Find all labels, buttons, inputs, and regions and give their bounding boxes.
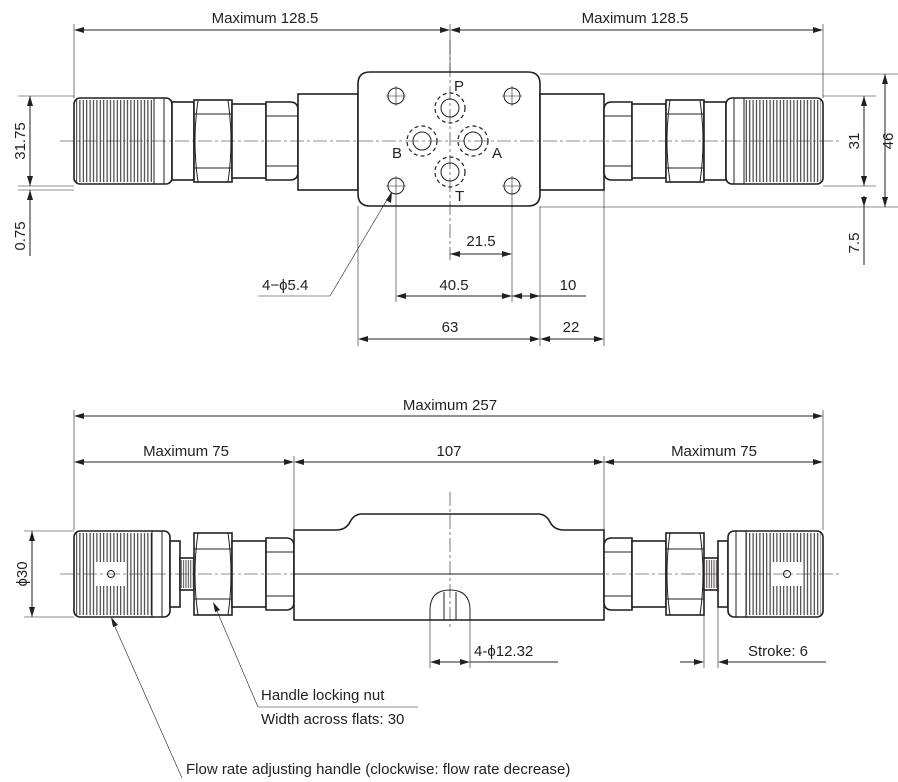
- label-max-right-top: Maximum 128.5: [582, 10, 689, 27]
- left-housing-top: [297, 93, 359, 191]
- dim-dia-30: ϕ30: [14, 530, 74, 618]
- label-10: 10: [560, 277, 577, 294]
- mounting-holes-top: [386, 86, 522, 196]
- label-40-5: 40.5: [439, 277, 468, 294]
- label-22: 22: [563, 319, 580, 336]
- dim-max-257: Maximum 257: [73, 397, 824, 530]
- dim-31-75: 31.75: [12, 96, 33, 186]
- dim-stroke: Stroke: 6: [680, 590, 826, 668]
- label-max-75-right: Maximum 75: [671, 443, 757, 460]
- label-nut: Handle locking nut: [261, 687, 385, 704]
- front-view: Maximum 257 Maximum 75 107 Maximum 75: [14, 397, 840, 779]
- dim-max-75-right: Maximum 75: [604, 443, 823, 465]
- leader-holes: 4−ϕ5.4: [258, 192, 392, 297]
- label-0-75: 0.75: [12, 221, 29, 250]
- valve-body-front: [293, 513, 605, 621]
- dim-46: 46: [880, 74, 897, 207]
- label-107: 107: [436, 443, 461, 460]
- label-31: 31: [846, 133, 863, 150]
- label-21-5: 21.5: [466, 233, 495, 250]
- dim-orifice: 4-ϕ12.32: [429, 620, 558, 668]
- dim-31: 31: [846, 96, 867, 186]
- dim-21-5: 21.5: [450, 233, 512, 257]
- top-view: Maximum 128.5 Maximum 128.5 31.75: [12, 10, 898, 346]
- leader-handle: Flow rate adjusting handle (clockwise: f…: [111, 617, 570, 779]
- label-63: 63: [442, 319, 459, 336]
- leader-nut: Handle locking nut Width across flats: 3…: [213, 602, 418, 728]
- label-orifice: 4-ϕ12.32: [474, 643, 533, 660]
- dim-7-5: 7.5: [846, 196, 867, 265]
- port-label-t: T: [455, 188, 464, 205]
- dim-max-right-top: Maximum 128.5: [450, 10, 824, 98]
- dim-max-75-left: Maximum 75: [74, 443, 295, 530]
- dim-10: 10: [512, 277, 586, 299]
- dim-40-5: 40.5: [396, 277, 512, 299]
- label-31-75: 31.75: [12, 122, 29, 160]
- dim-107: 107: [294, 443, 605, 530]
- dim-63: 63: [358, 319, 540, 342]
- label-stroke: Stroke: 6: [748, 643, 808, 660]
- label-max-75-left: Maximum 75: [143, 443, 229, 460]
- dim-22: 22: [540, 319, 604, 342]
- valve-body-top: [357, 71, 541, 207]
- port-label-p: P: [454, 78, 464, 95]
- label-max-left-top: Maximum 128.5: [212, 10, 319, 27]
- label-dia-30: ϕ30: [14, 561, 31, 586]
- label-46: 46: [880, 133, 897, 150]
- label-handle: Flow rate adjusting handle (clockwise: f…: [186, 761, 570, 778]
- ports-top: P T A B: [392, 78, 502, 205]
- port-label-b: B: [392, 145, 402, 162]
- label-holes: 4−ϕ5.4: [262, 277, 308, 294]
- label-7-5: 7.5: [846, 233, 863, 254]
- dim-max-left-top: Maximum 128.5: [73, 10, 451, 98]
- dim-0-75: 0.75: [12, 190, 33, 256]
- port-label-a: A: [492, 145, 502, 162]
- label-max-257: Maximum 257: [403, 397, 497, 414]
- right-housing-top: [539, 93, 605, 191]
- label-flats: Width across flats: 30: [261, 711, 404, 728]
